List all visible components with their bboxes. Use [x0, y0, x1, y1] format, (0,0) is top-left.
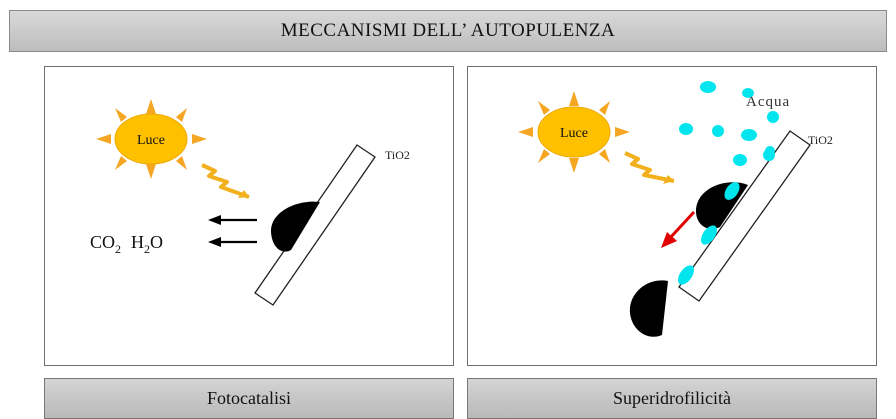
- h2o-h-text: H: [131, 232, 144, 252]
- superhydrophilicity-caption: Superidrofilicità: [467, 378, 877, 419]
- release-arrows: [208, 215, 257, 247]
- sun-icon: [96, 99, 207, 179]
- page-title: MECCANISMI DELL’ AUTOPULENZA: [280, 20, 616, 41]
- water-label: Acqua: [746, 94, 790, 110]
- co2-subscript: 2: [115, 242, 121, 256]
- dirt-particle: [270, 201, 320, 252]
- photocatalysis-caption-text: Fotocatalisi: [207, 388, 291, 408]
- title-bar: MECCANISMI DELL’ AUTOPULENZA: [9, 10, 887, 52]
- water-film: [678, 182, 740, 285]
- h2o-subscript: 2: [144, 242, 150, 256]
- sun-icon: [518, 91, 630, 173]
- superhydrophilicity-diagram: Luce Acqua TiO2: [518, 81, 833, 337]
- co2-text: CO: [90, 232, 115, 252]
- tio2-label: TiO2: [385, 148, 410, 162]
- lightning-icon: [201, 163, 250, 199]
- superhydrophilicity-panel: Luce Acqua TiO2: [467, 66, 877, 366]
- lightning-icon: [624, 151, 675, 183]
- h2o-o-text: O: [150, 232, 163, 252]
- photocatalysis-caption: Fotocatalisi: [44, 378, 454, 419]
- tio2-plate: [678, 130, 811, 302]
- tio2-label: TiO2: [808, 133, 833, 147]
- sun-label: Luce: [560, 126, 588, 141]
- red-arrow-icon: [661, 210, 696, 248]
- dirt-particle: [629, 280, 668, 337]
- sun-label: Luce: [137, 133, 165, 148]
- water-drops: [679, 81, 779, 166]
- superhydrophilicity-caption-text: Superidrofilicità: [613, 388, 731, 408]
